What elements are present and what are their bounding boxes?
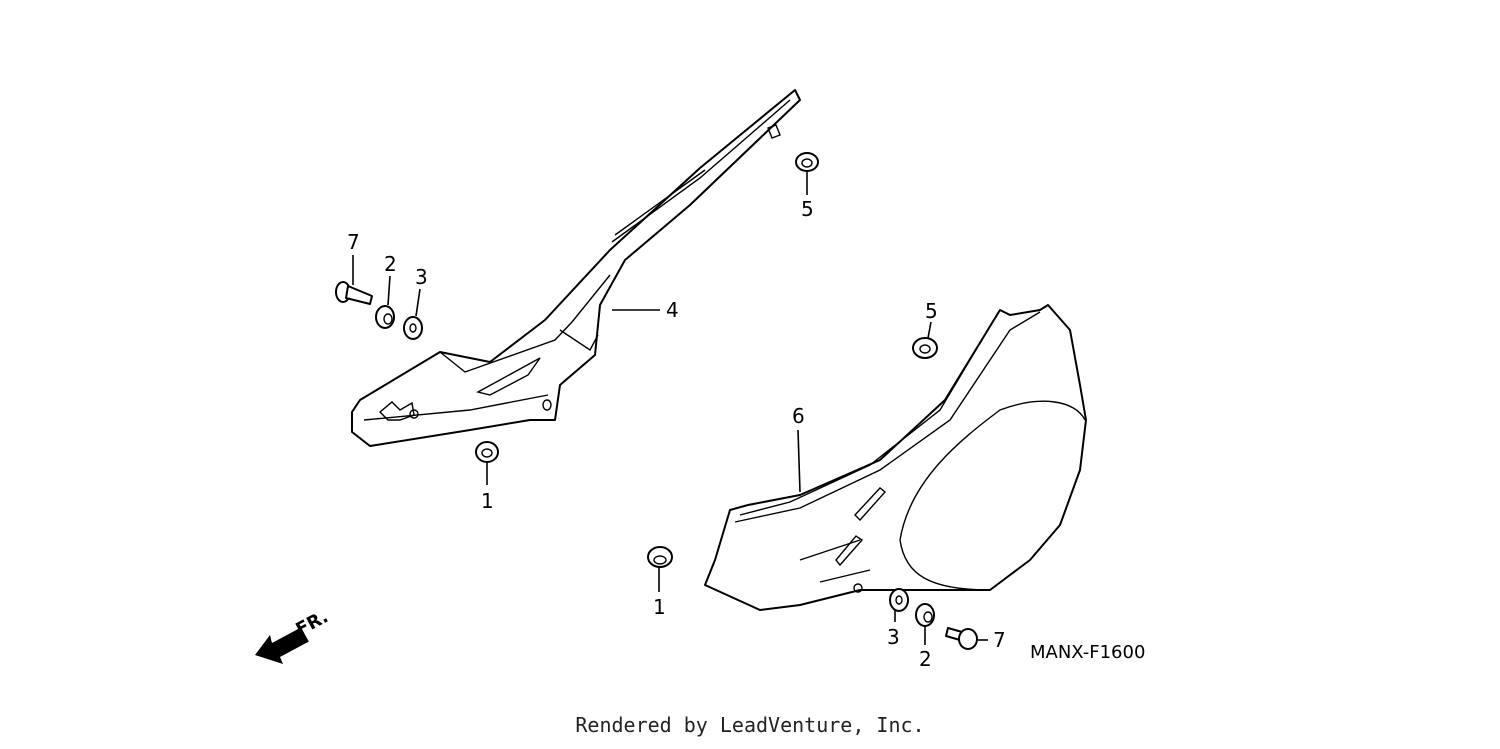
- callouts: 7 2 3 4 5 1 5 6 1 3 2 7: [347, 197, 1006, 671]
- right-side-cover[interactable]: [704, 304, 1087, 611]
- bolt-7-right[interactable]: [945, 627, 978, 650]
- bolt-7-left[interactable]: [335, 281, 373, 305]
- callout-5-top: 5: [801, 197, 814, 221]
- leader-lines: [352, 172, 988, 645]
- collar-2-left[interactable]: [375, 305, 395, 329]
- callout-5-right: 5: [925, 299, 938, 323]
- callout-7-left: 7: [347, 230, 360, 254]
- callout-2-right: 2: [919, 647, 932, 671]
- footer-credit: Rendered by LeadVenture, Inc.: [575, 713, 925, 737]
- diagram-code: MANX-F1600: [1030, 642, 1145, 663]
- grommet-5-top[interactable]: [795, 152, 819, 172]
- grommet-1-left[interactable]: [475, 441, 499, 463]
- callout-2-left: 2: [384, 252, 397, 276]
- callout-4: 4: [666, 298, 679, 322]
- washer-3-left[interactable]: [403, 316, 423, 340]
- collar-2-right[interactable]: [915, 603, 935, 627]
- callout-7-right: 7: [993, 628, 1006, 652]
- callout-3-right: 3: [887, 625, 900, 649]
- grommet-5-right[interactable]: [912, 337, 938, 359]
- front-arrow: FR.: [255, 606, 332, 664]
- grommet-1-right[interactable]: [647, 546, 673, 568]
- callout-6: 6: [792, 404, 805, 428]
- washer-3-right[interactable]: [889, 588, 909, 612]
- callout-1-left: 1: [481, 489, 494, 513]
- left-side-cover[interactable]: [351, 89, 801, 447]
- callout-3-left: 3: [415, 265, 428, 289]
- callout-1-right: 1: [653, 595, 666, 619]
